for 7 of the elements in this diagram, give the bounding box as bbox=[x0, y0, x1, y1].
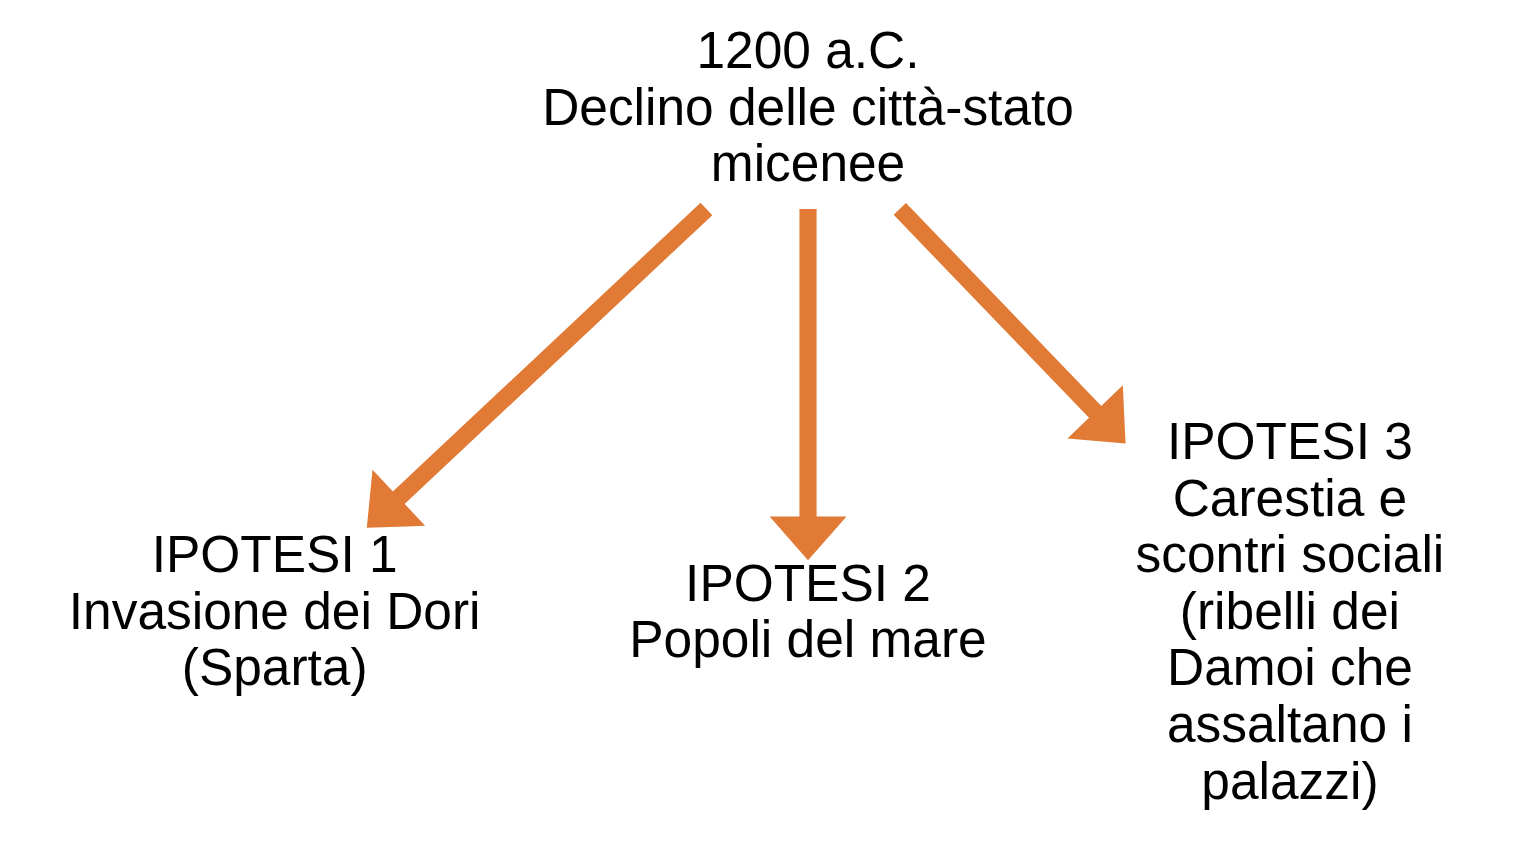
node-text: 1200 a.C. Declino delle città-stato micenee bbox=[542, 21, 1074, 193]
arrow bbox=[366, 202, 713, 528]
arrow bbox=[893, 202, 1126, 444]
node-text: IPOTESI 2 Popoli del mare bbox=[629, 553, 987, 669]
arrow bbox=[769, 208, 847, 561]
node-text: IPOTESI 3 Carestia e scontri sociali (ribelli dei Damoi che assaltano i palazzi) bbox=[1135, 412, 1445, 810]
node-text: IPOTESI 1 Invasione dei Dori (Sparta) bbox=[68, 525, 481, 697]
